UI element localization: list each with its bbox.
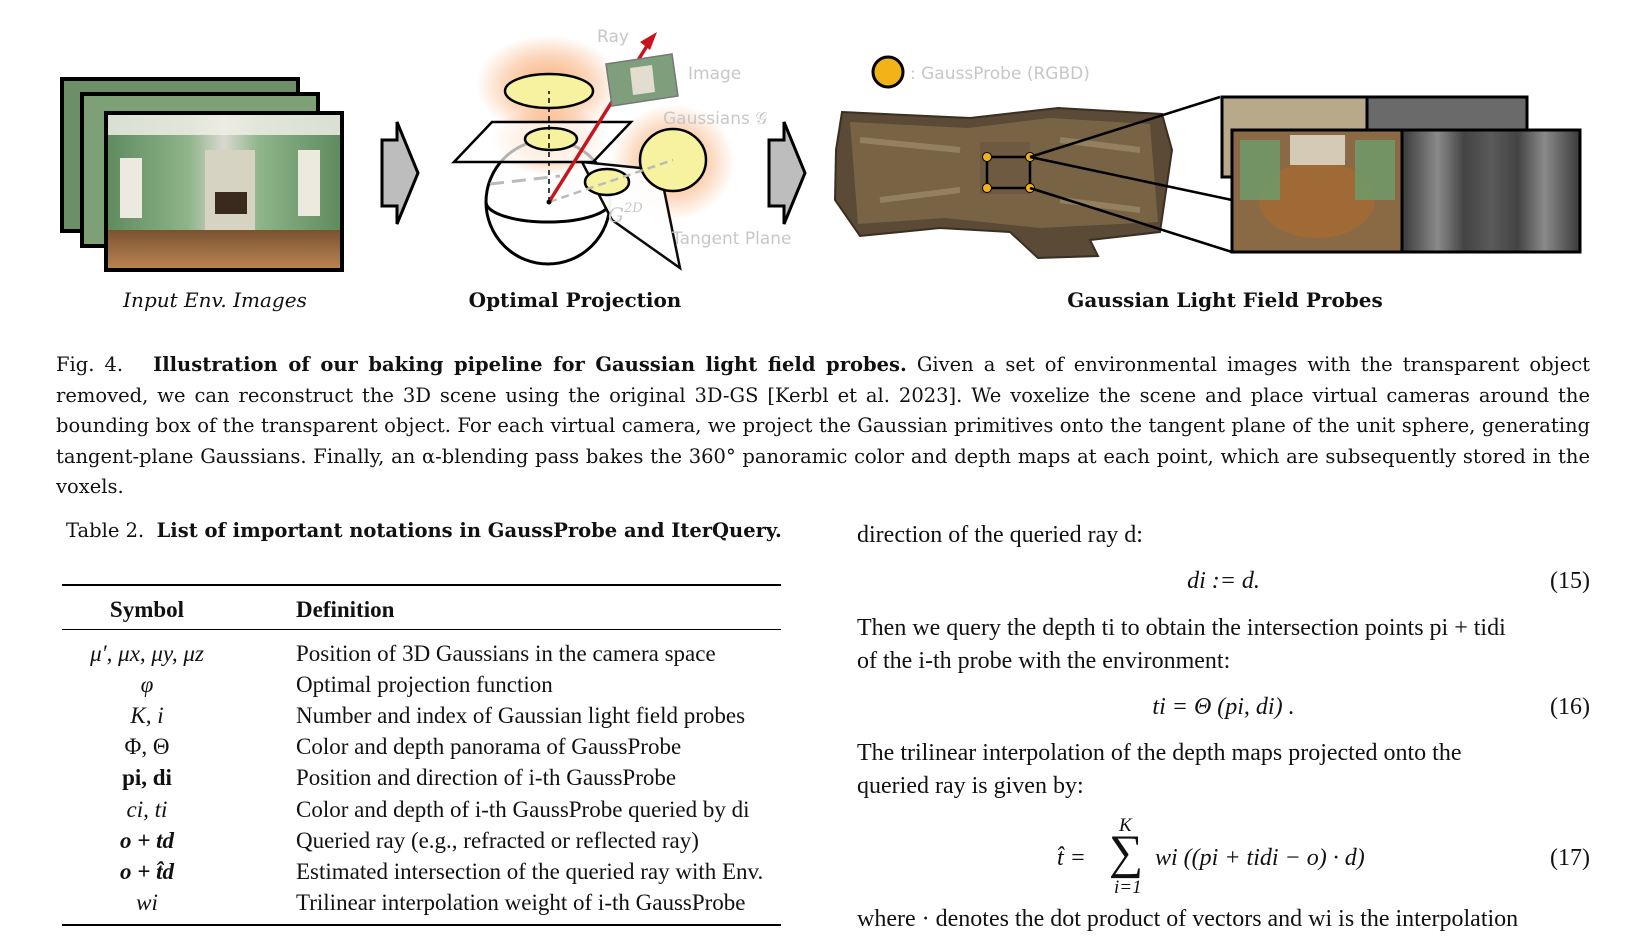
probe-legend-label: : GaussProbe (RGBD)	[910, 64, 1090, 84]
table-row: ci, ti Color and depth of i-th GaussProb…	[62, 794, 781, 825]
row-definition: Color and depth of i-th GaussProbe queri…	[296, 796, 750, 822]
panel-label-projection: Optimal Projection	[468, 288, 682, 312]
notation-table: Symbol Definition μ′, μx, μy, μz Positio…	[62, 590, 781, 919]
row-symbol: o + t̂d	[120, 858, 174, 884]
header-definition: Definition	[296, 597, 395, 622]
row-symbol: K, i	[130, 702, 164, 728]
equation-17-sum-bottom: i=1	[1114, 877, 1142, 898]
equation-17-lhs: t̂ =	[1057, 845, 1086, 871]
table-caption: Table 2. List of important notations in …	[66, 519, 782, 542]
table-row: o + td Queried ray (e.g., refracted or r…	[62, 825, 781, 856]
right-paragraph-2b: of the i-th probe with the environment:	[857, 648, 1231, 674]
table-title: List of important notations in GaussProb…	[156, 519, 782, 542]
table-header-row: Symbol Definition	[62, 590, 781, 630]
caption-title: Illustration of our baking pipeline for …	[153, 353, 907, 376]
equation-15-body: di := d.	[1187, 568, 1260, 594]
table-row: o + t̂d Estimated intersection of the qu…	[62, 856, 781, 887]
pipeline-arrow-2	[767, 121, 807, 225]
table-top-rule	[62, 584, 781, 586]
right-paragraph-1: direction of the queried ray d:	[857, 522, 1143, 548]
row-symbol: wi	[136, 890, 158, 916]
equation-16-number: (16)	[1550, 694, 1590, 720]
equation-17-number: (17)	[1550, 845, 1590, 871]
probe-connectors	[1029, 95, 1233, 254]
table-row: K, i Number and index of Gaussian light …	[62, 700, 781, 731]
scene-reconstruction	[833, 106, 1174, 260]
header-symbol: Symbol	[109, 597, 185, 622]
table-row: μ′, μx, μy, μz Position of 3D Gaussians …	[62, 630, 781, 669]
figure-caption: Fig. 4. Illustration of our baking pipel…	[56, 350, 1590, 503]
row-symbol: μ′, μx, μy, μz	[90, 640, 204, 666]
equation-17: t̂ = K ∑ i=1 wi ((pi + tidi − o) · d) (1…	[857, 815, 1590, 898]
table-bottom-rule	[62, 924, 781, 926]
table-row: φ Optimal projection function	[62, 669, 781, 700]
equation-17-sigma: ∑	[1109, 826, 1144, 879]
label-tangent-plane: Tangent Plane	[671, 229, 791, 249]
projection-diagram	[451, 32, 735, 271]
row-symbol: φ	[140, 671, 154, 697]
row-symbol: ci, ti	[126, 796, 168, 822]
right-paragraph-3a: The trilinear interpolation of the depth…	[857, 740, 1462, 766]
input-image-stack	[60, 77, 344, 272]
label-g2d: G2D	[608, 201, 643, 227]
table-header-rule	[62, 629, 781, 631]
pipeline-arrow-1	[380, 121, 420, 225]
row-definition: Estimated intersection of the queried ra…	[296, 858, 764, 884]
label-gaussians: Gaussians 𝒢	[663, 109, 767, 129]
row-definition: Trilinear interpolation weight of i-th G…	[296, 890, 746, 916]
row-symbol: pi, di	[122, 765, 172, 791]
row-symbol: Φ, Θ	[124, 734, 170, 760]
caption-label: Fig. 4.	[56, 353, 124, 376]
row-definition: Number and index of Gaussian light field…	[296, 702, 746, 728]
row-symbol: o + td	[120, 827, 174, 853]
panorama-front	[1230, 128, 1582, 254]
probe-legend-dot	[871, 55, 905, 89]
figure-4: Ray Image Gaussians 𝒢 G2D Tangent Plane …	[60, 27, 1582, 272]
equation-16-body: ti = Θ (pi, di) .	[1152, 694, 1295, 720]
panel-label-input: Input Env. Images	[123, 288, 307, 312]
table-row: Φ, Θ Color and depth panorama of GaussPr…	[62, 732, 781, 763]
panel-label-probes: Gaussian Light Field Probes	[1067, 288, 1383, 312]
row-definition: Optimal projection function	[296, 671, 553, 697]
table-label: Table 2.	[66, 519, 145, 542]
row-definition: Color and depth panorama of GaussProbe	[296, 734, 682, 760]
caption-text: Given a set of environmental images with…	[56, 353, 1590, 498]
row-definition: Position and direction of i-th GaussProb…	[296, 765, 677, 791]
equation-15-number: (15)	[1550, 568, 1590, 594]
equation-17-sum-top: K	[1119, 815, 1132, 836]
equation-17-rhs: wi ((pi + tidi − o) · d)	[1155, 845, 1365, 871]
row-definition: Position of 3D Gaussians in the camera s…	[296, 640, 716, 666]
label-image: Image	[688, 64, 741, 84]
table-row: pi, di Position and direction of i-th Ga…	[62, 763, 781, 794]
right-paragraph-4: where · denotes the dot product of vecto…	[857, 906, 1519, 932]
right-paragraph-2a: Then we query the depth ti to obtain the…	[857, 615, 1506, 641]
row-definition: Queried ray (e.g., refracted or reflecte…	[296, 827, 699, 853]
right-paragraph-3b: queried ray is given by:	[857, 773, 1084, 799]
label-ray: Ray	[597, 27, 629, 47]
table-row: wi Trilinear interpolation weight of i-t…	[62, 888, 781, 919]
